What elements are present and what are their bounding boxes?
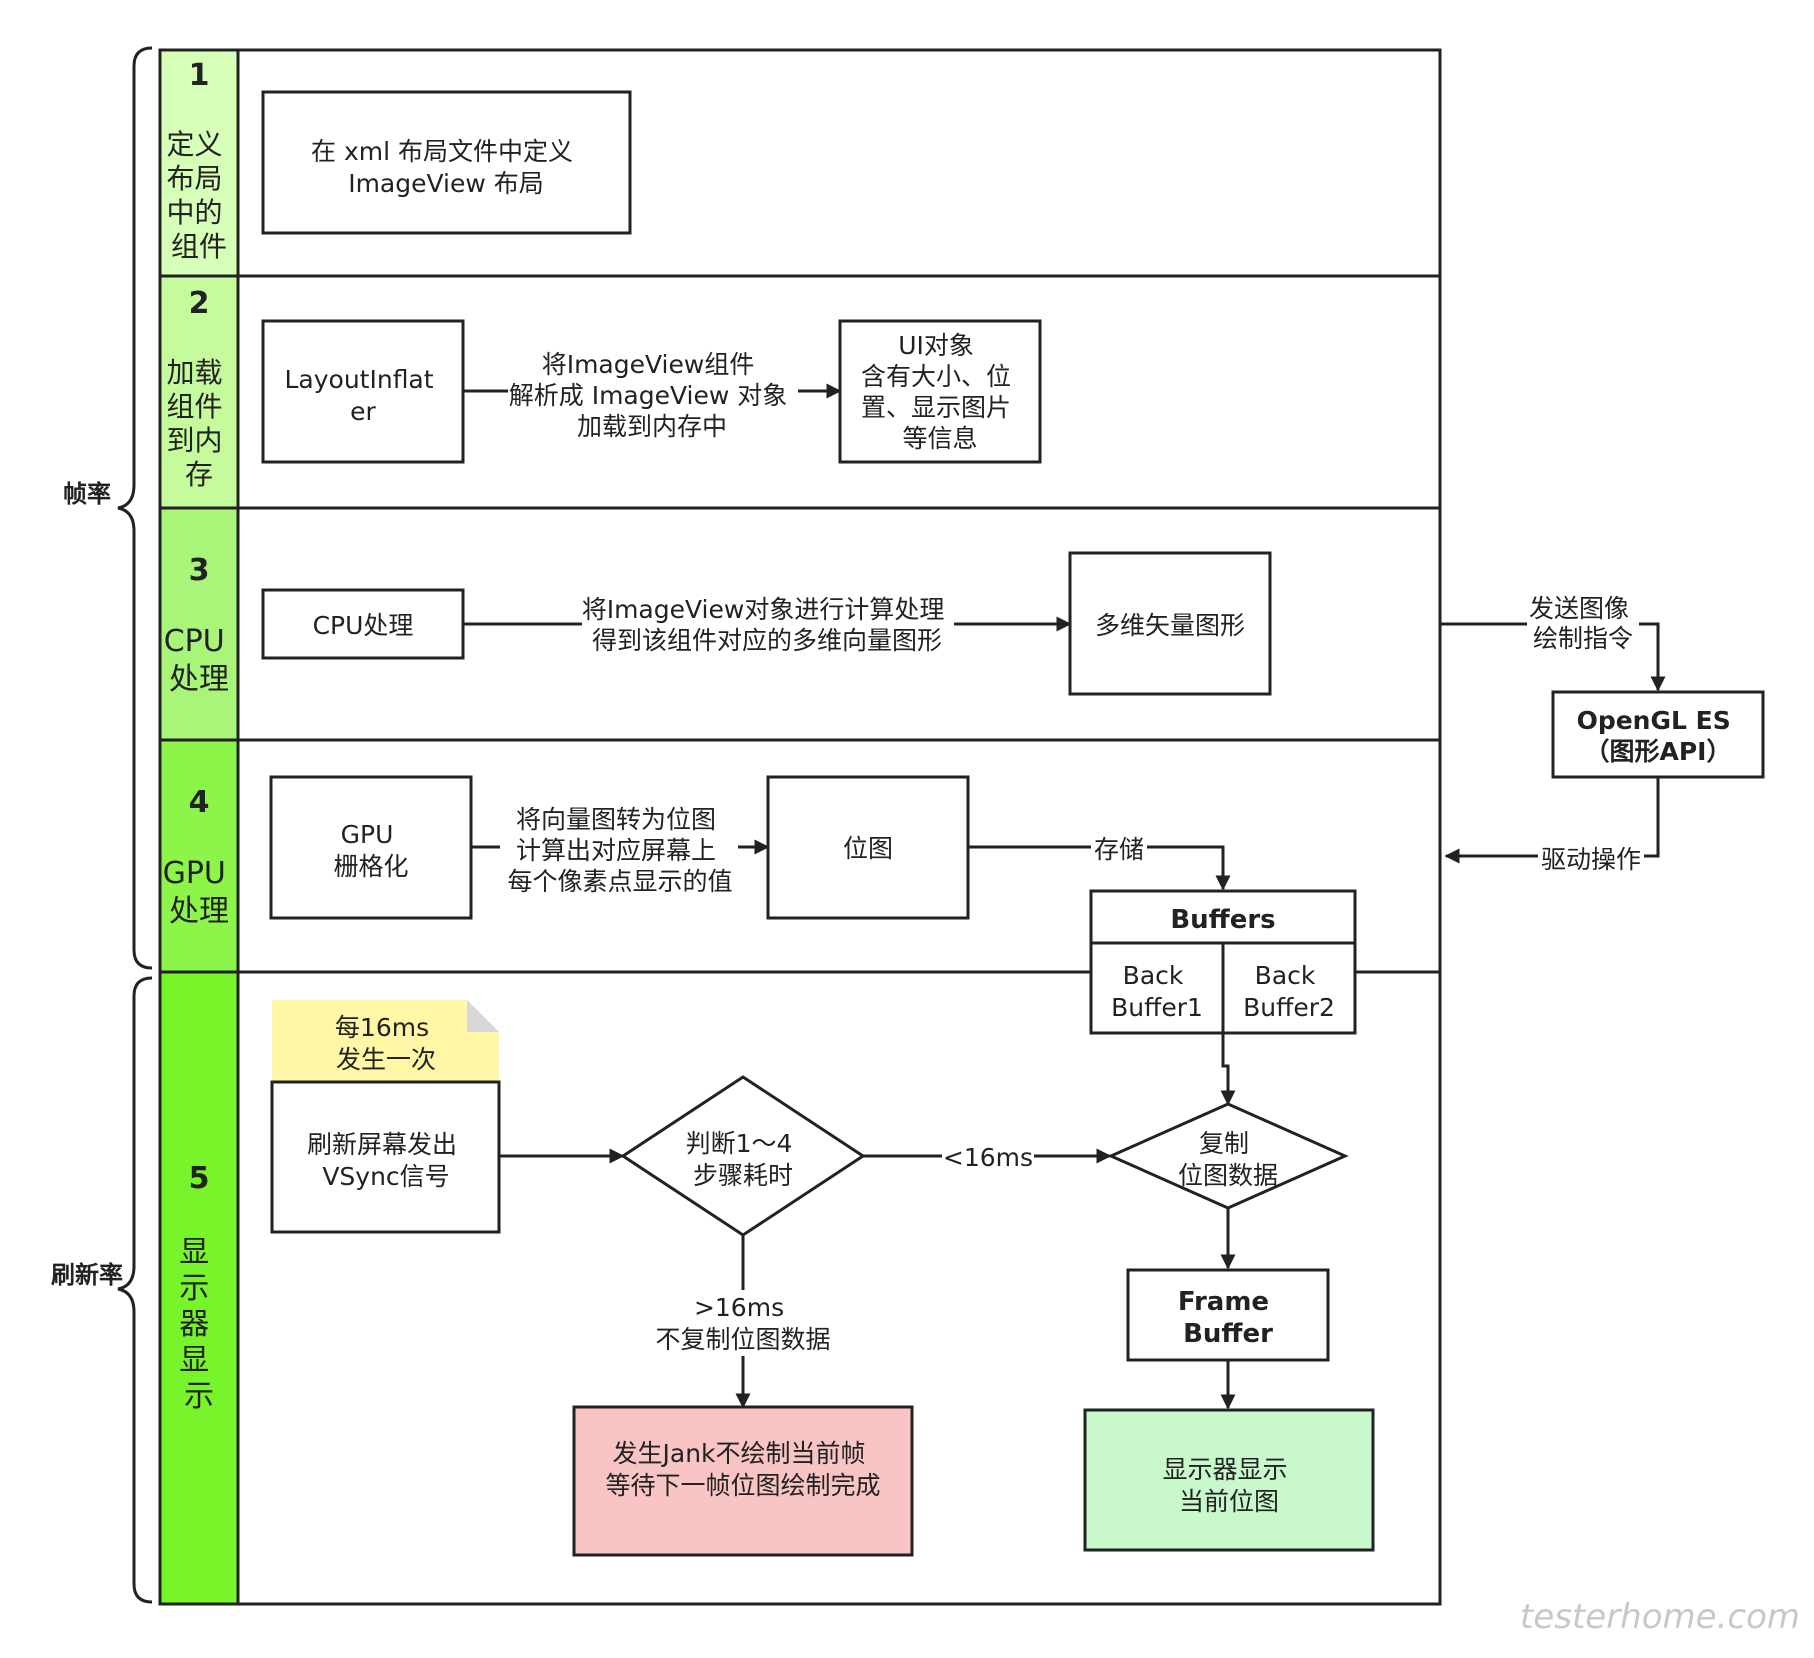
back-buffer-2: Back Buffer2 <box>1243 961 1335 1022</box>
fast-path-label: <16ms <box>943 1143 1033 1172</box>
xml-layout-box <box>261 90 632 235</box>
watermark: testerhome.com <box>1520 1597 1800 1637</box>
display-box <box>1083 1408 1375 1552</box>
layout-inflater-text: LayoutInflat er <box>284 365 441 426</box>
vector-graphics-text: 多维矢量图形 <box>1095 611 1245 640</box>
stage-1-label: 定义 布局 中的 组件 <box>167 128 232 263</box>
stage-2-cell <box>160 276 238 508</box>
stage-2-number: 2 <box>189 286 210 321</box>
stage-4-number: 4 <box>189 785 210 820</box>
send-draw-command-arrow <box>1440 622 1666 692</box>
back-buffer-1: Back Buffer1 <box>1111 961 1203 1022</box>
vsync-note-text: 每16ms 发生一次 <box>335 1013 437 1074</box>
frame-buffer-box <box>1126 1268 1330 1362</box>
store-label-bg <box>1091 832 1147 864</box>
stage-5-cell <box>160 972 238 1604</box>
store-arrow <box>968 845 1231 891</box>
vector-graphics-box <box>1068 551 1272 696</box>
stage-3-number: 3 <box>189 553 210 588</box>
slow-path-label: >16ms 不复制位图数据 <box>655 1293 830 1354</box>
fast-path-label-bg <box>942 1140 1034 1172</box>
frame-rate-label: 帧率 <box>63 480 111 508</box>
main-frame <box>158 48 1442 1606</box>
stage-2-label: 加载 组件 到内 存 <box>167 356 232 491</box>
ui-object-box <box>838 319 1042 464</box>
buffers-title: Buffers <box>1170 905 1275 935</box>
stage-4-cell <box>160 740 238 972</box>
rasterize-label: 将向量图转为位图 计算出对应屏幕上 每个像素点显示的值 <box>507 805 732 896</box>
gpu-raster-box <box>269 775 473 920</box>
vsync-signal-text: 刷新屏幕发出 VSync信号 <box>307 1130 465 1191</box>
copy-bitmap-text: 复制 位图数据 <box>1178 1129 1278 1190</box>
frame-rate-brace <box>117 46 153 970</box>
inflate-arrow-label-bg <box>508 345 798 443</box>
stage-5-number: 5 <box>189 1161 210 1196</box>
display-text: 显示器显示 当前位图 <box>1163 1455 1296 1516</box>
ui-object-text: UI对象 含有大小、位 置、显示图片 等信息 <box>861 331 1019 453</box>
stage-1-cell <box>160 50 238 276</box>
layout-inflater-box <box>261 319 465 464</box>
timing-decision-text: 判断1～4 步骤耗时 <box>686 1129 801 1190</box>
jank-text: 发生Jank不绘制当前帧 等待下一帧位图绘制完成 <box>605 1439 880 1500</box>
gpu-raster-text: GPU 栅格化 <box>333 820 408 881</box>
buffers-to-copy-arrow <box>1220 1033 1236 1106</box>
vsync-note-shape <box>272 1000 499 1083</box>
drive-operation-arrow <box>1444 777 1660 864</box>
cpu-compute-label: 将ImageView对象进行计算处理 得到该组件对应的多维向量图形 <box>582 595 953 655</box>
stage-3-cell <box>160 508 238 740</box>
inflate-arrow-label: 将ImageView组件 解析成 ImageView 对象 加载到内存中 <box>509 350 795 441</box>
send-draw-label-bg <box>1527 592 1639 658</box>
store-label: 存储 <box>1094 835 1144 864</box>
stage-5-label: 显 示 器 显 示 <box>179 1235 219 1414</box>
stage-4-label: GPU 处理 <box>163 856 236 929</box>
refresh-rate-brace <box>117 976 153 1604</box>
jank-box <box>572 1405 914 1557</box>
opengl-es-box <box>1551 690 1765 779</box>
bitmap-box <box>766 775 970 920</box>
rasterize-label-bg <box>500 800 738 898</box>
drive-operation-label: 驱动操作 <box>1541 845 1641 874</box>
cpu-process-text: CPU处理 <box>313 611 414 640</box>
refresh-rate-label: 刷新率 <box>51 1261 123 1289</box>
vsync-signal-box <box>270 1080 501 1234</box>
stage-1-number: 1 <box>189 58 210 93</box>
stage-3-label: CPU 处理 <box>164 624 235 697</box>
send-draw-label: 发送图像 绘制指令 <box>1529 594 1637 653</box>
vsync-note-fold <box>467 1000 499 1032</box>
bitmap-text: 位图 <box>843 834 893 863</box>
slow-path-label-bg <box>648 1290 838 1356</box>
cpu-process-box <box>261 588 465 660</box>
xml-layout-text: 在 xml 布局文件中定义 ImageView 布局 <box>311 137 581 198</box>
opengl-es-text: OpenGL ES （图形API） <box>1577 706 1740 766</box>
drive-operation-label-bg <box>1538 840 1644 872</box>
frame-buffer-text: Frame Buffer <box>1178 1287 1278 1349</box>
cpu-compute-label-bg <box>582 590 954 660</box>
